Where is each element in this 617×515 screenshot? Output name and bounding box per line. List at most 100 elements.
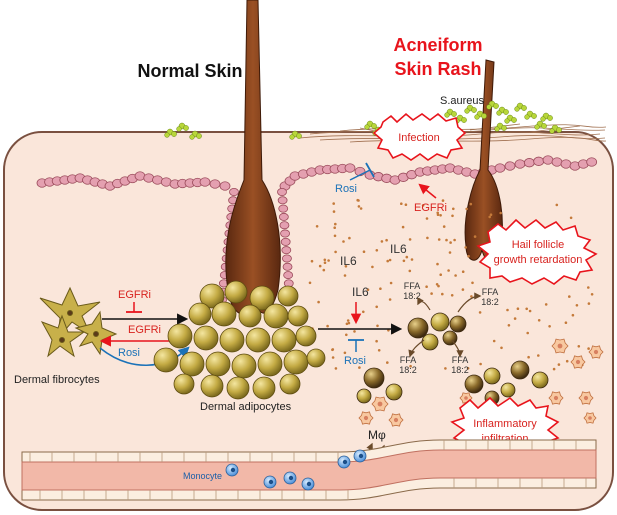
secretion-dot <box>516 307 520 311</box>
bacterium <box>474 114 480 120</box>
secretion-dot <box>375 305 379 309</box>
infection-text: Infection <box>398 132 440 144</box>
secretion-dot <box>565 359 569 363</box>
secretion-dot <box>449 241 452 244</box>
secretion-dot <box>342 240 345 243</box>
bacterium <box>496 110 502 116</box>
lipolytic-adipocyte <box>363 367 385 389</box>
il6-label-c: IL6 <box>352 285 369 299</box>
ffa-1-line1: FFA <box>404 281 421 291</box>
secretion-dot <box>552 367 556 371</box>
bacterium <box>501 125 507 131</box>
inflammatory-nucleus <box>553 395 559 401</box>
secretion-dot <box>332 210 336 213</box>
secretion-dot <box>445 238 448 242</box>
secretion-dot <box>379 287 382 291</box>
secretion-dot <box>310 259 314 263</box>
secretion-dot <box>587 347 590 350</box>
heading-normal-skin: Normal Skin <box>137 61 242 81</box>
secretion-dot <box>489 213 493 216</box>
adipocyte <box>219 327 245 353</box>
egfri-inhibit-symbol: EGFRi <box>118 289 151 313</box>
adipocyte <box>167 323 193 349</box>
secretion-dot <box>401 225 405 229</box>
adipocyte <box>257 351 283 377</box>
dermal-adipocytes-cluster <box>153 280 326 400</box>
bacterium <box>514 106 520 112</box>
secretion-dot <box>366 288 370 292</box>
secretion-dot <box>371 265 374 269</box>
secretion-dot <box>442 225 446 228</box>
secretion-dot <box>345 322 349 326</box>
secretion-dot <box>537 319 541 322</box>
bacterium <box>464 108 470 114</box>
inflammatory-cells <box>358 338 604 427</box>
endothelial-lines <box>29 440 587 500</box>
epidermal-cell <box>551 157 563 167</box>
sheath-cell <box>282 262 293 271</box>
secretion-dot <box>323 258 327 262</box>
adipocyte <box>205 351 231 377</box>
bacterium <box>504 118 510 124</box>
adipocyte <box>306 348 326 368</box>
label-macrophage: Mφ <box>368 428 386 442</box>
secretion-dot <box>353 330 356 333</box>
epidermal-cell <box>504 161 516 171</box>
bacterium <box>541 123 547 129</box>
adipocyte <box>199 283 225 309</box>
secretion-dot <box>436 213 440 216</box>
secretion-dot <box>331 356 335 359</box>
secretion-dot <box>408 238 412 241</box>
adipocyte <box>283 349 309 375</box>
secretion-dot <box>569 216 573 220</box>
bacterium <box>521 105 527 111</box>
label-s-aureus: S.aureus <box>440 95 485 107</box>
secretion-dot <box>389 281 393 285</box>
monocytes <box>225 449 367 491</box>
rosi-curved-arrow: Rosi <box>99 346 190 366</box>
monocyte-nucleus <box>268 479 274 485</box>
bacterium <box>534 124 540 130</box>
egfri-inhibit-label: EGFRi <box>118 289 151 301</box>
adipocyte <box>173 373 195 395</box>
epidermal-cell <box>560 159 572 169</box>
adipocyte <box>200 374 224 398</box>
secretion-dots <box>308 198 594 371</box>
heading-acneiform-line1: Acneiform <box>393 35 482 55</box>
bacterium <box>164 132 170 138</box>
secretion-dot <box>326 324 329 328</box>
secretion-dot <box>343 274 347 277</box>
secretion-dot <box>451 214 454 218</box>
secretion-dot <box>452 207 455 211</box>
lipolysis-adipocytes <box>356 312 549 406</box>
secretion-dot <box>571 313 575 317</box>
epidermal-cell <box>219 181 231 191</box>
secretion-dot <box>400 202 403 205</box>
adipocyte <box>263 303 289 329</box>
lipolytic-adipocyte <box>500 382 516 398</box>
adipocyte <box>245 327 271 353</box>
bacterium <box>481 113 487 119</box>
sheath-cell <box>282 254 292 263</box>
adipocyte <box>188 302 212 326</box>
secretion-dot <box>348 236 351 240</box>
bacterium <box>196 133 202 139</box>
secretion-dot <box>334 367 338 370</box>
secretion-dot <box>386 361 389 364</box>
epidermal-cell <box>209 179 221 189</box>
secretion-dot <box>447 269 450 272</box>
adipocyte <box>226 376 250 400</box>
secretion-dot <box>327 259 330 262</box>
inflammatory-nucleus <box>588 416 592 420</box>
lipolytic-adipocyte <box>464 374 484 394</box>
inflammatory-nucleus <box>377 401 383 407</box>
secretion-dot <box>537 354 540 357</box>
secretion-dot <box>526 331 529 335</box>
secretion-dot <box>426 236 429 240</box>
secretion-dot <box>405 255 409 259</box>
ffa-4-line2: 18:2 <box>451 365 469 375</box>
epidermal-cell <box>514 159 526 169</box>
sheath-cell <box>279 221 290 230</box>
secretion-dot <box>450 294 454 297</box>
